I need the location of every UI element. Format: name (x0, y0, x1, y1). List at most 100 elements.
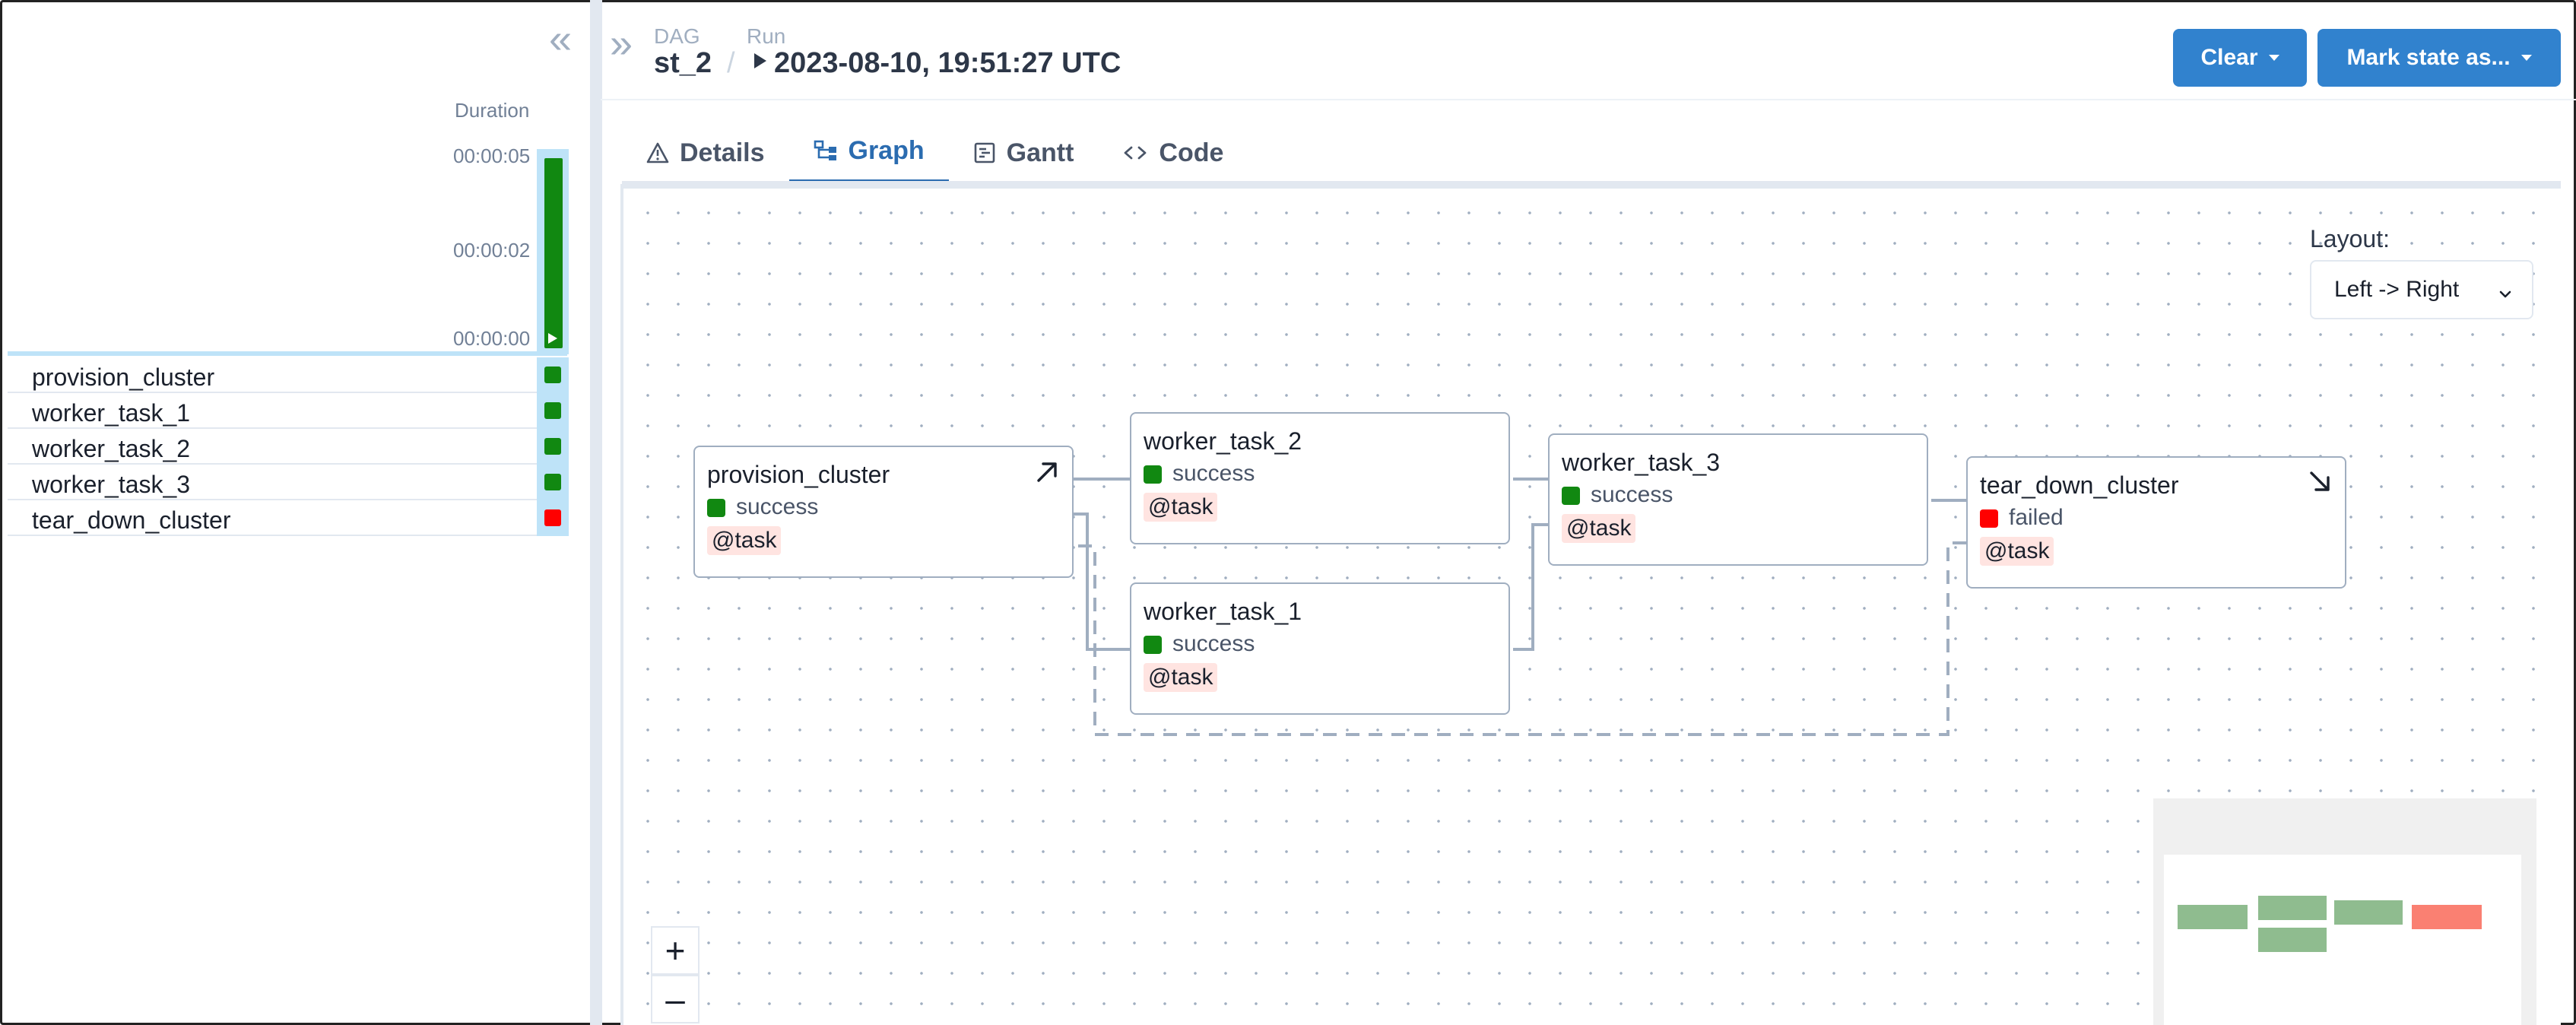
graph-node-worker-task-2[interactable]: worker_task_2 success @task (1130, 412, 1510, 544)
play-icon (754, 53, 766, 68)
mark-state-button-label: Mark state as... (2346, 45, 2511, 70)
warning-triangle-icon (646, 141, 669, 164)
run-label: Run (747, 24, 786, 48)
node-operator: @task (1562, 514, 1636, 543)
node-name: worker_task_3 (1562, 449, 1721, 476)
setup-arrow-icon (1034, 458, 1061, 489)
node-state-badge (1562, 487, 1580, 505)
minimap-node (2258, 896, 2327, 920)
grid-panel: « Duration 00:00:05 00:00:02 00:00:00 pr… (0, 0, 585, 1025)
node-name: tear_down_cluster (1980, 471, 2179, 499)
task-status-square[interactable] (544, 474, 561, 490)
mark-state-button[interactable]: Mark state as... (2317, 29, 2561, 87)
task-instance-cell[interactable] (537, 465, 569, 500)
node-state: success (1172, 461, 1255, 486)
clear-button-label: Clear (2200, 45, 2258, 70)
task-status-square[interactable] (544, 509, 561, 526)
resize-handle[interactable] (590, 0, 602, 1025)
duration-tick: 00:00:02 (453, 239, 531, 262)
minimap-node (2258, 928, 2327, 952)
task-row[interactable]: worker_task_1 (8, 393, 569, 429)
graph-node-worker-task-1[interactable]: worker_task_1 success @task (1130, 582, 1510, 715)
node-state: failed (2009, 505, 2064, 530)
dag-label: DAG (654, 24, 700, 48)
run-id-link[interactable]: 2023-08-10, 19:51:27 UTC (774, 47, 1121, 79)
task-list: provision_cluster worker_task_1 worker_t… (8, 357, 569, 536)
node-state: success (1172, 631, 1255, 656)
tab-details[interactable]: Details (622, 122, 789, 184)
task-name: worker_task_2 (32, 435, 191, 462)
node-name: provision_cluster (707, 461, 890, 488)
tab-label: Graph (848, 135, 925, 165)
duration-label: Duration (455, 99, 530, 122)
caret-down-icon (2268, 55, 2279, 61)
graph-node-provision-cluster[interactable]: provision_cluster success @task (693, 446, 1074, 578)
node-name: worker_task_2 (1144, 427, 1302, 455)
breadcrumb-separator: / (727, 47, 735, 79)
tab-label: Details (680, 138, 765, 167)
duration-tick: 00:00:05 (453, 144, 531, 167)
double-chevron-right-icon[interactable]: » (610, 21, 633, 66)
double-chevron-left-icon[interactable]: « (549, 16, 573, 62)
gantt-icon (973, 141, 996, 164)
node-operator: @task (1980, 537, 2054, 566)
graph-node-tear-down-cluster[interactable]: tear_down_cluster failed @task (1966, 456, 2346, 589)
task-instance-cell[interactable] (537, 429, 569, 465)
chevron-down-icon (2497, 283, 2514, 309)
task-status-square[interactable] (544, 438, 561, 455)
task-name: worker_task_3 (32, 471, 191, 498)
header-divider (601, 99, 2576, 100)
dag-run-duration-bar[interactable] (544, 158, 563, 348)
clear-button[interactable]: Clear (2173, 29, 2307, 87)
layout-select-value: Left -> Right (2334, 277, 2460, 302)
caret-down-icon (2520, 55, 2532, 61)
node-state: success (1591, 482, 1673, 507)
task-status-square[interactable] (544, 402, 561, 419)
task-instance-cell[interactable] (537, 500, 569, 536)
tab-label: Code (1159, 138, 1224, 167)
task-row[interactable]: worker_task_2 (8, 429, 569, 465)
graph-canvas[interactable]: provision_cluster success @task worker_t… (620, 184, 2561, 1025)
node-state-badge (1980, 509, 1998, 528)
node-state-badge (1144, 465, 1162, 484)
plus-icon: + (665, 931, 686, 970)
graph-node-worker-task-3[interactable]: worker_task_3 success @task (1548, 433, 1928, 566)
layout-select[interactable]: Left -> Right (2310, 260, 2533, 319)
node-operator: @task (1144, 663, 1218, 692)
node-state-badge (1144, 636, 1162, 654)
play-icon (548, 333, 557, 344)
edge (1513, 523, 1554, 651)
task-row[interactable]: provision_cluster (8, 357, 569, 393)
task-name: worker_task_1 (32, 399, 191, 427)
dag-id-link[interactable]: st_2 (654, 47, 712, 79)
tab-gantt[interactable]: Gantt (949, 122, 1099, 184)
panel-separator (8, 351, 567, 356)
tab-graph[interactable]: Graph (788, 122, 949, 184)
zoom-in-button[interactable]: + (651, 926, 700, 975)
task-name: tear_down_cluster (32, 506, 231, 534)
node-operator: @task (707, 526, 782, 555)
task-status-square[interactable] (544, 367, 561, 383)
code-icon (1122, 141, 1148, 164)
header: » DAG st_2 / Run 2023-08-10, 19:51:27 UT… (601, 0, 2576, 100)
task-name: provision_cluster (32, 363, 215, 391)
teardown-arrow-icon (2307, 468, 2334, 500)
minimap-node (2178, 905, 2248, 929)
task-instance-cell[interactable] (537, 357, 569, 393)
minimap-viewport (2164, 855, 2521, 1025)
tab-code[interactable]: Code (1098, 122, 1248, 184)
task-row[interactable]: worker_task_3 (8, 465, 569, 500)
task-instance-cell[interactable] (537, 393, 569, 429)
zoom-out-button[interactable]: – (651, 975, 700, 1023)
tab-bar: Details Graph Gantt Code (622, 122, 1248, 184)
graph-icon (814, 139, 838, 162)
minimap-node (2334, 900, 2403, 925)
minimap-node (2412, 905, 2482, 929)
task-row[interactable]: tear_down_cluster (8, 500, 569, 536)
tab-label: Gantt (1006, 138, 1074, 167)
duration-tick: 00:00:00 (453, 327, 531, 350)
node-operator: @task (1144, 493, 1218, 522)
node-state-badge (707, 499, 725, 517)
minimap[interactable] (2153, 798, 2536, 1025)
node-state: success (736, 494, 819, 519)
